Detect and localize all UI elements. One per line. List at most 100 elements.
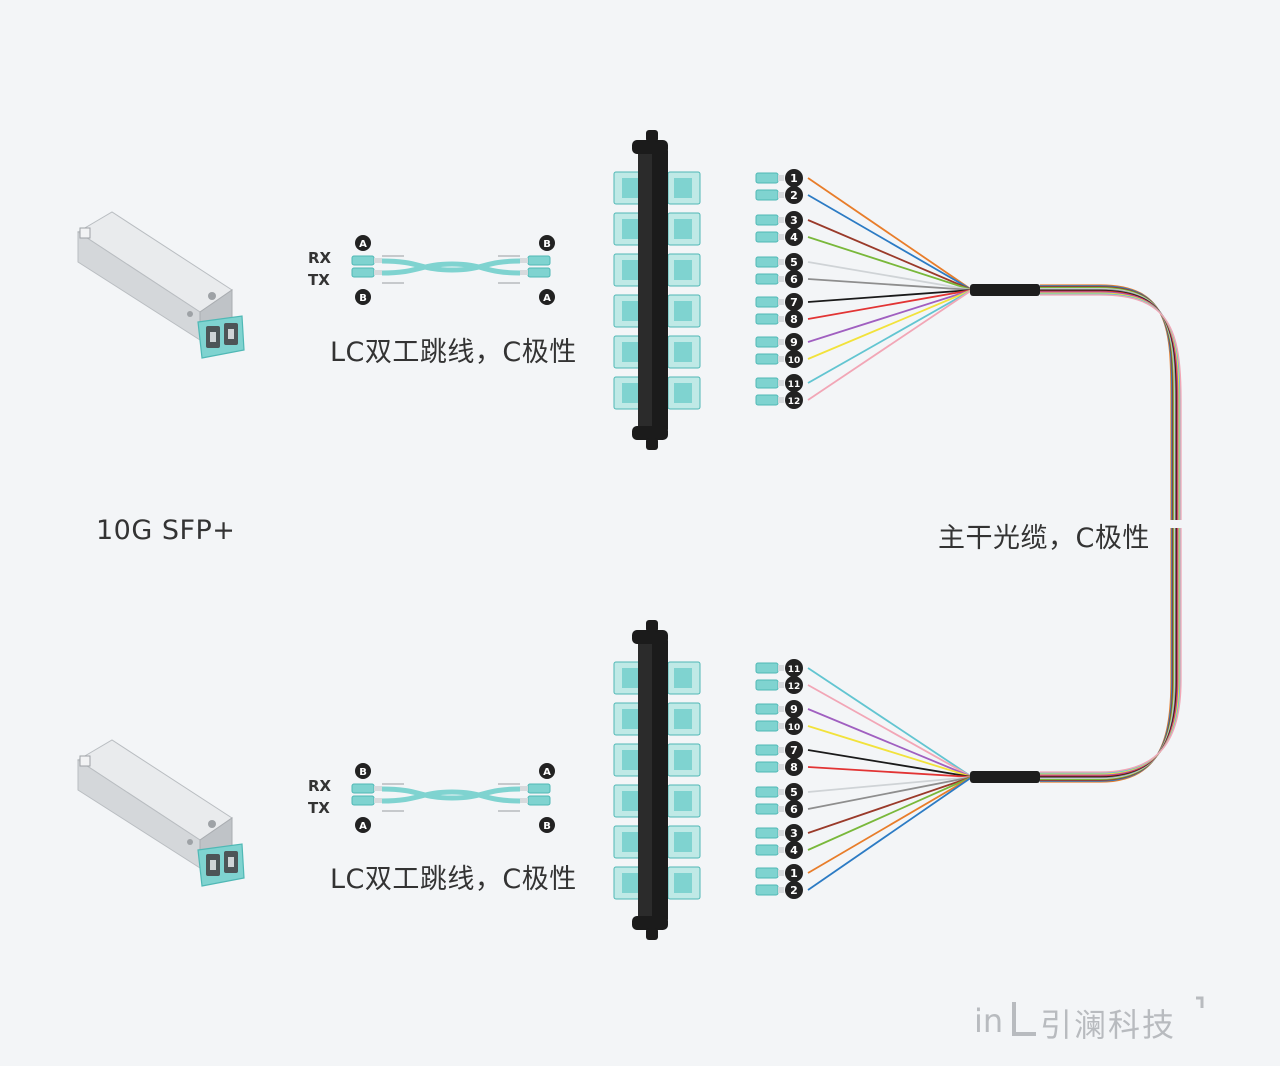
marker-right-upper-text: B xyxy=(543,239,551,250)
tx-label-bottom: TX xyxy=(308,799,330,817)
lc-connector xyxy=(755,720,779,732)
patch-cord-bottom: B A A B xyxy=(351,763,555,833)
patch-cord-upper-fiber xyxy=(381,258,521,273)
marker-left-lower xyxy=(355,817,371,833)
fiber-10 xyxy=(807,289,973,360)
fiber-3 xyxy=(807,776,973,834)
sfp-module-top xyxy=(77,211,245,359)
fiber-6 xyxy=(807,776,973,810)
port-badge-2 xyxy=(785,881,803,899)
port-number: 12 xyxy=(788,397,801,407)
sfp-module-bottom xyxy=(77,739,245,887)
marker-right-lower xyxy=(539,289,555,305)
marker-right-lower-text: B xyxy=(543,821,551,832)
port-number: 2 xyxy=(790,884,798,897)
fiber-5 xyxy=(807,776,973,793)
port-number: 6 xyxy=(790,803,798,816)
breakout-hub xyxy=(970,771,1040,783)
marker-right-upper xyxy=(539,235,555,251)
lc-connector xyxy=(755,703,779,715)
patch-cord-label-bottom: LC双工跳线，C极性 xyxy=(330,864,577,895)
port-badge-11 xyxy=(785,659,803,677)
fiber-7 xyxy=(807,289,973,303)
lc-connector xyxy=(755,172,779,184)
lc-connector xyxy=(755,803,779,815)
lc-connector xyxy=(755,353,779,365)
port-number: 8 xyxy=(790,313,798,326)
lc-connector xyxy=(755,313,779,325)
port-number: 4 xyxy=(790,844,798,857)
trunk-cable xyxy=(1040,284,1184,783)
fiber-2 xyxy=(807,194,973,291)
port-badge-12 xyxy=(785,391,803,409)
port-number: 3 xyxy=(790,214,798,227)
marker-left-upper-text: A xyxy=(359,239,367,250)
adapter-panel-bottom xyxy=(613,620,701,940)
port-badge-7 xyxy=(785,293,803,311)
lc-connector xyxy=(755,844,779,856)
port-badge-11 xyxy=(785,374,803,392)
port-number: 11 xyxy=(788,665,801,675)
marker-right-upper xyxy=(539,763,555,779)
port-number: 9 xyxy=(790,703,798,716)
fiber-4 xyxy=(807,776,973,851)
lc-connector xyxy=(755,786,779,798)
fiber-1 xyxy=(807,776,973,874)
transceiver-label: 10G SFP+ xyxy=(96,515,236,546)
lc-connector xyxy=(755,867,779,879)
fiber-9 xyxy=(807,708,973,778)
lc-connector xyxy=(755,189,779,201)
port-number: 8 xyxy=(790,761,798,774)
tx-label-top: TX xyxy=(308,271,330,289)
port-number: 11 xyxy=(788,380,801,390)
port-badge-1 xyxy=(785,864,803,882)
fiber-8 xyxy=(807,289,973,320)
fiber-9 xyxy=(807,289,973,343)
port-number: 12 xyxy=(788,682,801,692)
lc-connector xyxy=(755,394,779,406)
port-number: 2 xyxy=(790,189,798,202)
rx-label-bottom: RX xyxy=(308,777,332,795)
port-badge-4 xyxy=(785,841,803,859)
lc-connector xyxy=(755,761,779,773)
port-badge-10 xyxy=(785,717,803,735)
port-number: 6 xyxy=(790,273,798,286)
fiber-12 xyxy=(807,289,973,401)
port-badge-6 xyxy=(785,270,803,288)
patch-cord-lower-fiber xyxy=(381,261,521,276)
port-badge-9 xyxy=(785,700,803,718)
logo-text: 引澜科技 xyxy=(1040,1006,1177,1044)
marker-left-lower xyxy=(355,289,371,305)
port-badge-8 xyxy=(785,310,803,328)
marker-right-lower-text: A xyxy=(543,293,551,304)
lc-connector xyxy=(755,256,779,268)
port-number: 7 xyxy=(790,744,798,757)
port-badge-10 xyxy=(785,350,803,368)
fiber-2 xyxy=(807,776,973,891)
port-number: 7 xyxy=(790,296,798,309)
port-number: 10 xyxy=(788,723,801,733)
marker-left-lower-text: A xyxy=(359,821,367,832)
marker-left-upper-text: B xyxy=(359,767,367,778)
lc-connector xyxy=(755,679,779,691)
lc-connector xyxy=(755,827,779,839)
trunk-fiber xyxy=(1040,294,1182,773)
lc-connector xyxy=(755,744,779,756)
fiber-12 xyxy=(807,684,973,778)
marker-right-upper-text: A xyxy=(543,767,551,778)
port-badge-8 xyxy=(785,758,803,776)
fiber-3 xyxy=(807,219,973,291)
port-number: 5 xyxy=(790,256,798,269)
lc-connector xyxy=(755,231,779,243)
port-number: 9 xyxy=(790,336,798,349)
company-logo: in xyxy=(974,996,1204,1040)
fiber-6 xyxy=(807,278,973,291)
fiber-4 xyxy=(807,236,973,291)
fiber-11 xyxy=(807,289,973,384)
port-number: 5 xyxy=(790,786,798,799)
lc-connector xyxy=(755,336,779,348)
logo-brand: in xyxy=(974,1002,1003,1040)
lc-connector xyxy=(755,662,779,674)
port-number: 3 xyxy=(790,827,798,840)
